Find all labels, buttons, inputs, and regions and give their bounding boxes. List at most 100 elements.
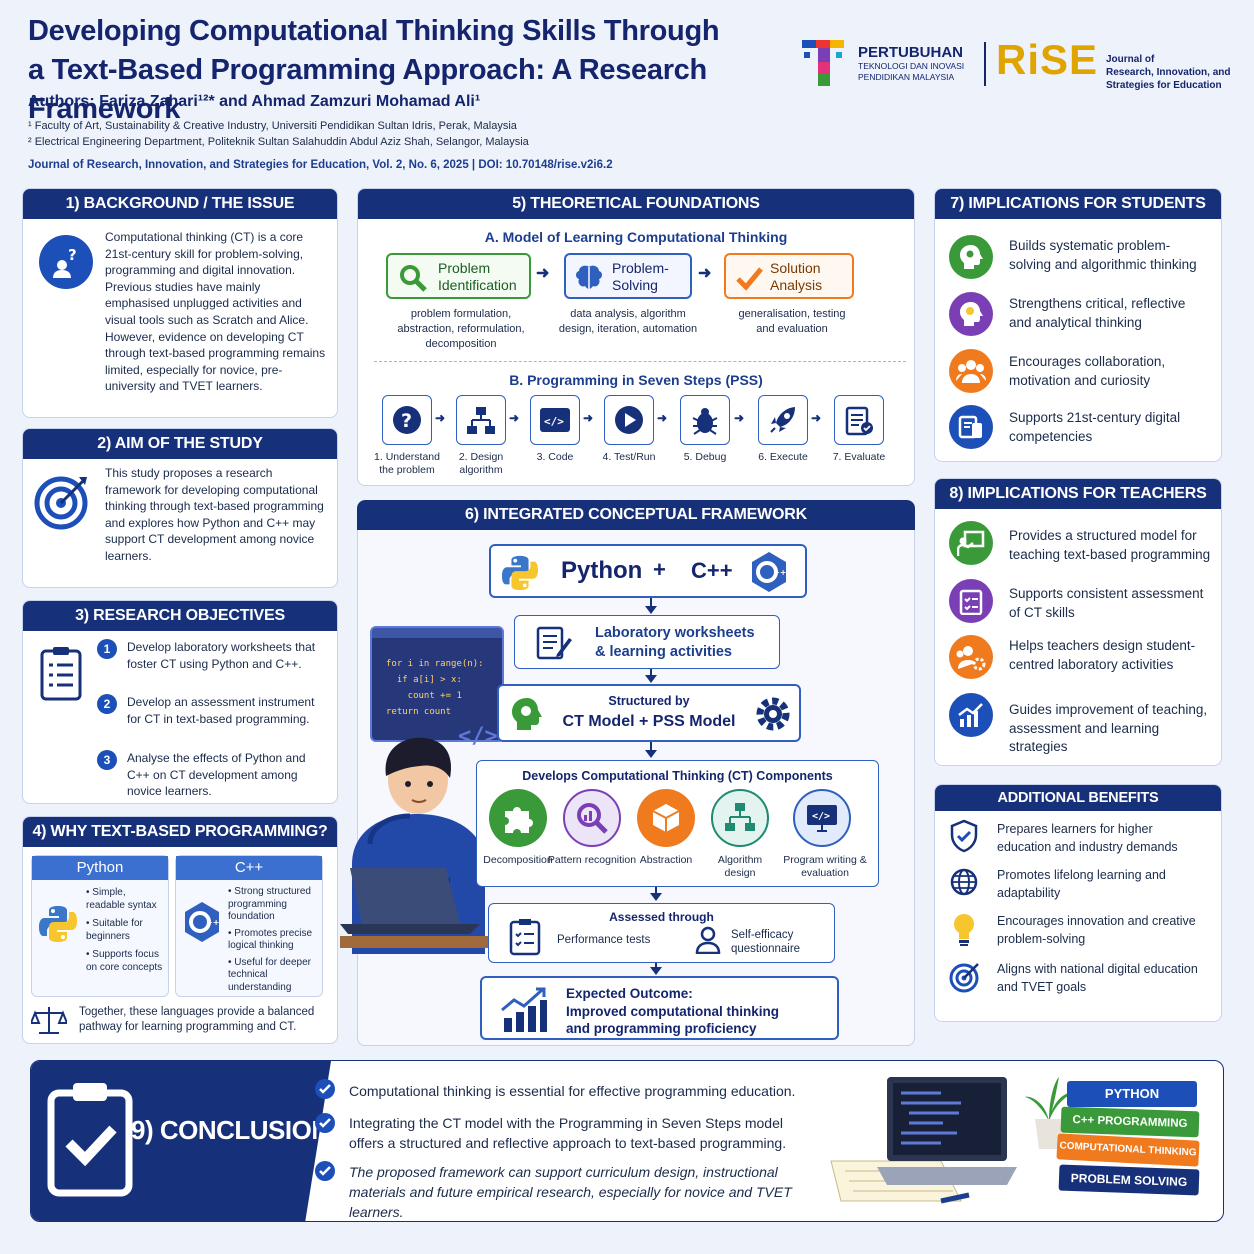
bug-icon — [680, 395, 730, 445]
section-additional-benefits: ADDITIONAL BENEFITS Prepares learners fo… — [934, 784, 1222, 1022]
benefit-text: Promotes lifelong learning and adaptabil… — [997, 868, 1166, 900]
ct-components-box: Develops Computational Thinking (CT) Com… — [476, 760, 879, 887]
section-title: ADDITIONAL BENEFITS — [935, 785, 1221, 811]
test-clipboard-icon — [509, 918, 541, 961]
algorithm-tree-icon — [711, 789, 769, 847]
cpp-features: • Strong structured programming foundati… — [228, 886, 313, 993]
python-logo-icon — [501, 554, 539, 597]
arrow-right-icon: ➜ — [734, 411, 745, 425]
rise-logo: RiSE — [996, 36, 1099, 83]
balance-scale-icon — [29, 1005, 69, 1035]
languages-box: Python + C++ ++ — [489, 544, 807, 598]
org-sub-1: TEKNOLOGI DAN INOVASI — [858, 61, 965, 71]
step-label: 6. Execute — [758, 451, 808, 463]
group-icon — [949, 349, 993, 393]
python-label: Python — [561, 557, 643, 584]
components-title: Develops Computational Thinking (CT) Com… — [522, 769, 833, 783]
checkmark-icon — [734, 263, 764, 298]
flowchart-icon — [456, 395, 506, 445]
target-icon — [949, 961, 981, 998]
section-title: 5) THEORETICAL FOUNDATIONS — [358, 189, 914, 219]
stage-description: data analysis, algorithm design, iterati… — [558, 308, 698, 335]
benefit-text: Encourages innovation and creative probl… — [997, 914, 1196, 946]
cpp-label: C++ — [691, 558, 733, 583]
python-logo-icon — [38, 904, 78, 949]
stage-description: generalisation, testing and evaluation — [738, 308, 846, 335]
step-label: 1. Understand the problem — [374, 451, 440, 476]
lightbulb-icon — [951, 911, 977, 952]
arrow-right-icon: ➜ — [698, 265, 712, 282]
group-gear-icon — [949, 635, 993, 679]
target-icon — [33, 471, 93, 531]
section-title: 1) BACKGROUND / THE ISSUE — [23, 189, 337, 219]
question-person-icon: ? — [39, 235, 93, 289]
implication-text: Provides a structured model for teaching… — [1009, 528, 1211, 562]
arrow-down-icon — [645, 606, 657, 614]
arrow-right-icon: ➜ — [509, 411, 520, 425]
title-line-2: a Text-Based Programming Approach: A Res… — [28, 54, 707, 125]
section-theoretical-foundations: 5) THEORETICAL FOUNDATIONS A. Model of L… — [357, 188, 915, 486]
checkmark-icon — [315, 1079, 335, 1099]
component-label: Decomposition — [483, 854, 553, 866]
poster-title: Developing Computational Thinking Skills… — [28, 12, 788, 129]
title-line-1: Developing Computational Thinking Skills… — [28, 15, 720, 47]
objective-text: Analyse the effects of Python and C++ on… — [127, 751, 306, 799]
code-icon: </> — [530, 395, 580, 445]
clipboard-checklist-icon — [39, 645, 83, 701]
conclusion-title: 9) CONCLUSION — [131, 1115, 330, 1145]
stage-label: Solution Analysis — [770, 260, 823, 293]
cube-icon — [637, 789, 695, 847]
arrow-down-icon — [650, 893, 662, 901]
journal-citation: Journal of Research, Innovation, and Str… — [28, 159, 613, 171]
outcome-text: Expected Outcome:Improved computational … — [566, 986, 780, 1036]
conclusion-point: Computational thinking is essential for … — [349, 1083, 796, 1099]
outcome-box: Expected Outcome:Improved computational … — [480, 976, 839, 1040]
section-objectives: 3) RESEARCH OBJECTIVES 1 Develop laborat… — [22, 600, 338, 804]
component-label: Algorithm design — [717, 854, 763, 879]
svg-text:</>: </> — [544, 415, 564, 428]
background-text: Computational thinking (CT) is a core 21… — [105, 230, 326, 394]
checkmark-icon — [315, 1161, 335, 1181]
assessment-box: Assessed through Performance tests Self-… — [488, 903, 835, 963]
devices-icon — [949, 405, 993, 449]
section-teacher-implications: 8) IMPLICATIONS FOR TEACHERS Provides a … — [934, 478, 1222, 766]
ptipm-logo-icon — [800, 38, 852, 90]
brain-icon — [574, 263, 604, 298]
question-icon: ? — [382, 395, 432, 445]
person-icon — [695, 926, 721, 959]
affiliation-2: ² Electrical Engineering Department, Pol… — [28, 136, 529, 148]
objective-number: 3 — [97, 750, 117, 770]
performance-tests-label: Performance tests — [557, 934, 651, 946]
implication-text: Strengthens critical, reflective and ana… — [1009, 296, 1186, 330]
code-tag-icon: </> — [458, 724, 498, 749]
arrow-right-icon: ➜ — [811, 411, 822, 425]
gear-icon — [753, 694, 793, 739]
section-student-implications: 7) IMPLICATIONS FOR STUDENTS Builds syst… — [934, 188, 1222, 462]
cpp-logo-icon: ++ — [749, 550, 789, 599]
flow-line — [655, 887, 657, 895]
section-integrated-framework: 6) INTEGRATED CONCEPTUAL FRAMEWORK — [357, 500, 915, 1046]
section-conclusion: 9) CONCLUSION Computational thinking is … — [30, 1060, 1224, 1222]
book-python: PYTHON — [1067, 1081, 1197, 1107]
cpp-logo-icon: ++ — [182, 900, 222, 949]
authors: Authors: Fariza Zahari¹²* and Ahmad Zamz… — [28, 93, 481, 110]
svg-text:++: ++ — [206, 918, 219, 927]
objective-text: Develop laboratory worksheets that foste… — [127, 640, 316, 671]
component-label: Pattern recognition — [547, 854, 637, 866]
conclusion-point: Integrating the CT model with the Progra… — [349, 1115, 787, 1151]
section-title: 7) IMPLICATIONS FOR STUDENTS — [935, 189, 1221, 219]
plus-sign: + — [653, 557, 666, 582]
model-a-title: A. Model of Learning Computational Think… — [484, 229, 788, 245]
book-ct: COMPUTATIONAL THINKING — [1056, 1133, 1200, 1167]
svg-text:?: ? — [401, 410, 412, 432]
org-sub-2: PENDIDIKAN MALAYSIA — [858, 72, 955, 82]
arrow-down-icon — [645, 750, 657, 758]
flow-line — [655, 963, 657, 969]
component-label: Abstraction — [639, 854, 693, 866]
growth-chart-icon — [949, 693, 993, 737]
component-label: Program writing & evaluation — [783, 854, 867, 879]
arrow-down-icon — [650, 967, 662, 975]
section-background: 1) BACKGROUND / THE ISSUE ? Computationa… — [22, 188, 338, 418]
implication-text: Supports 21st-century digital competenci… — [1009, 410, 1181, 444]
